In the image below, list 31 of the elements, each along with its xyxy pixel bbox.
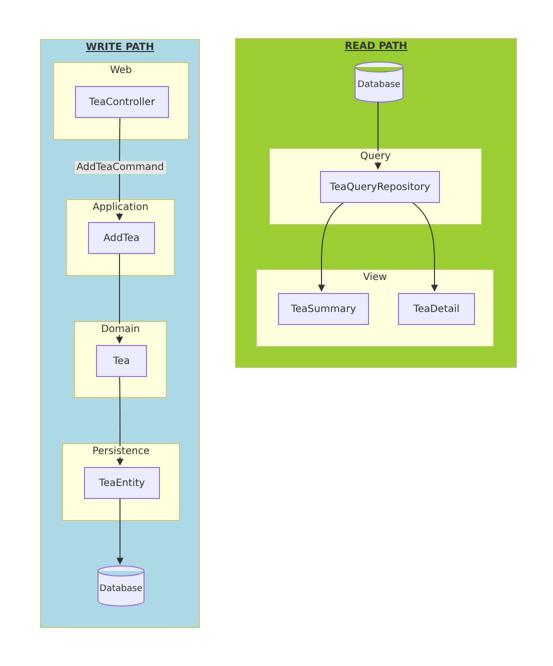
group-title: View (361, 272, 389, 283)
process-box: TeaQueryRepository (320, 171, 440, 203)
group-title: Application (90, 202, 150, 213)
process-box: TeaDetail (398, 293, 475, 325)
group-title: Domain (99, 324, 142, 335)
arrow (116, 496, 124, 565)
process-box: TeaController (75, 86, 169, 118)
arrow (116, 252, 123, 344)
edge-label: AddTeaCommand (74, 160, 166, 174)
process-box: TeaEntity (84, 467, 160, 499)
node-label: Database (100, 584, 142, 594)
layer-box (269, 148, 482, 225)
layer-box (53, 62, 189, 140)
group-title: Persistence (90, 446, 152, 457)
group-title: Web (108, 65, 134, 76)
arrow (116, 374, 124, 466)
layer-box (66, 199, 175, 276)
database-cylinder (354, 61, 404, 103)
layer-box (256, 269, 494, 347)
layer-box (74, 321, 167, 398)
process-box: Tea (96, 345, 147, 377)
group-title: WRITE PATH (84, 42, 156, 53)
database-cylinder (97, 565, 145, 607)
read-path-panel (235, 38, 517, 368)
process-box: AddTea (88, 222, 155, 254)
node-label: Database (358, 80, 400, 90)
write-path-panel (40, 39, 200, 628)
group-title: READ PATH (342, 41, 410, 52)
process-box: TeaSummary (278, 293, 369, 325)
layer-box (62, 443, 180, 521)
group-title: Query (358, 151, 393, 162)
